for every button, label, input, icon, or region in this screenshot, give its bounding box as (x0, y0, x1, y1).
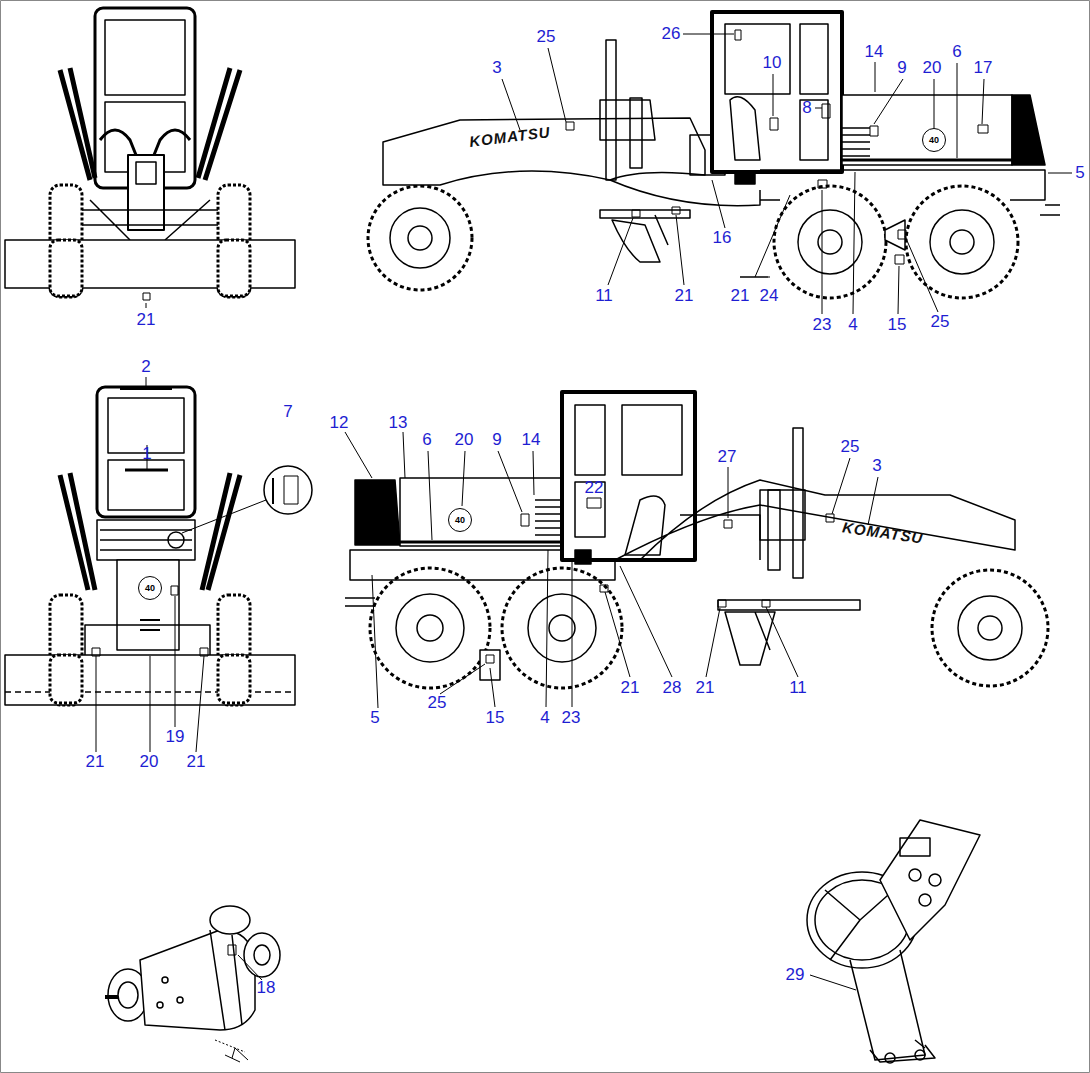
callout-number: 21 (620, 679, 641, 697)
callout-number: 14 (521, 431, 542, 449)
callout-number: 21 (136, 311, 157, 329)
decal-text: 40 (929, 135, 939, 145)
callout-number: 11 (594, 287, 614, 305)
callout-number: 27 (717, 448, 738, 466)
callout-number: 22 (584, 479, 605, 497)
callout-number: 25 (840, 438, 861, 456)
callout-number: 11 (788, 679, 808, 697)
callout-number: 25 (930, 313, 951, 331)
decal-text: 40 (145, 583, 155, 593)
callout-number: 8 (801, 99, 812, 117)
callout-number: 23 (812, 316, 833, 334)
callout-number: 23 (561, 709, 582, 727)
callout-number: 25 (427, 694, 448, 712)
callout-number: 15 (887, 316, 908, 334)
callout-number: 4 (847, 316, 858, 334)
callout-number: 29 (785, 966, 806, 984)
callout-number: 5 (369, 709, 380, 727)
callout-number: 21 (730, 287, 751, 305)
callout-number: 24 (759, 287, 780, 305)
callout-number: 25 (536, 28, 557, 46)
callout-number: 21 (186, 753, 207, 771)
callout-number: 20 (454, 431, 475, 449)
callout-number: 20 (922, 59, 943, 77)
callout-number: 3 (491, 59, 502, 77)
callout-number: 21 (695, 679, 716, 697)
callout-number: 14 (864, 43, 885, 61)
brand-lettering: KOMATSU (841, 518, 924, 546)
callout-number: 17 (973, 59, 994, 77)
callout-number: 10 (762, 54, 783, 72)
callout-number: 3 (871, 457, 882, 475)
callout-number: 6 (951, 43, 962, 61)
callout-number: 19 (165, 728, 186, 746)
callout-number: 15 (485, 709, 506, 727)
callout-number: 7 (282, 403, 293, 421)
callout-number: 9 (896, 59, 907, 77)
callout-number: 6 (421, 431, 432, 449)
callout-number: 9 (491, 431, 502, 449)
decal-circle: 40 (922, 128, 946, 152)
callout-number: 2 (140, 358, 151, 376)
callout-number: 13 (388, 414, 409, 432)
callout-number: 5 (1074, 164, 1085, 182)
callout-number: 1 (141, 445, 152, 463)
callout-number: 16 (712, 229, 733, 247)
callout-number: 12 (329, 414, 350, 432)
callout-number: 26 (661, 25, 682, 43)
callout-number: 20 (139, 753, 160, 771)
callout-number: 21 (85, 753, 106, 771)
decal-circle: 40 (448, 508, 472, 532)
decal-circle: 40 (138, 576, 162, 600)
callout-number: 4 (539, 709, 550, 727)
callout-number: 28 (662, 679, 683, 697)
callout-number: 21 (674, 287, 695, 305)
callout-number: 18 (256, 979, 277, 997)
decal-text: 40 (455, 515, 465, 525)
brand-lettering: KOMATSU (468, 123, 551, 150)
